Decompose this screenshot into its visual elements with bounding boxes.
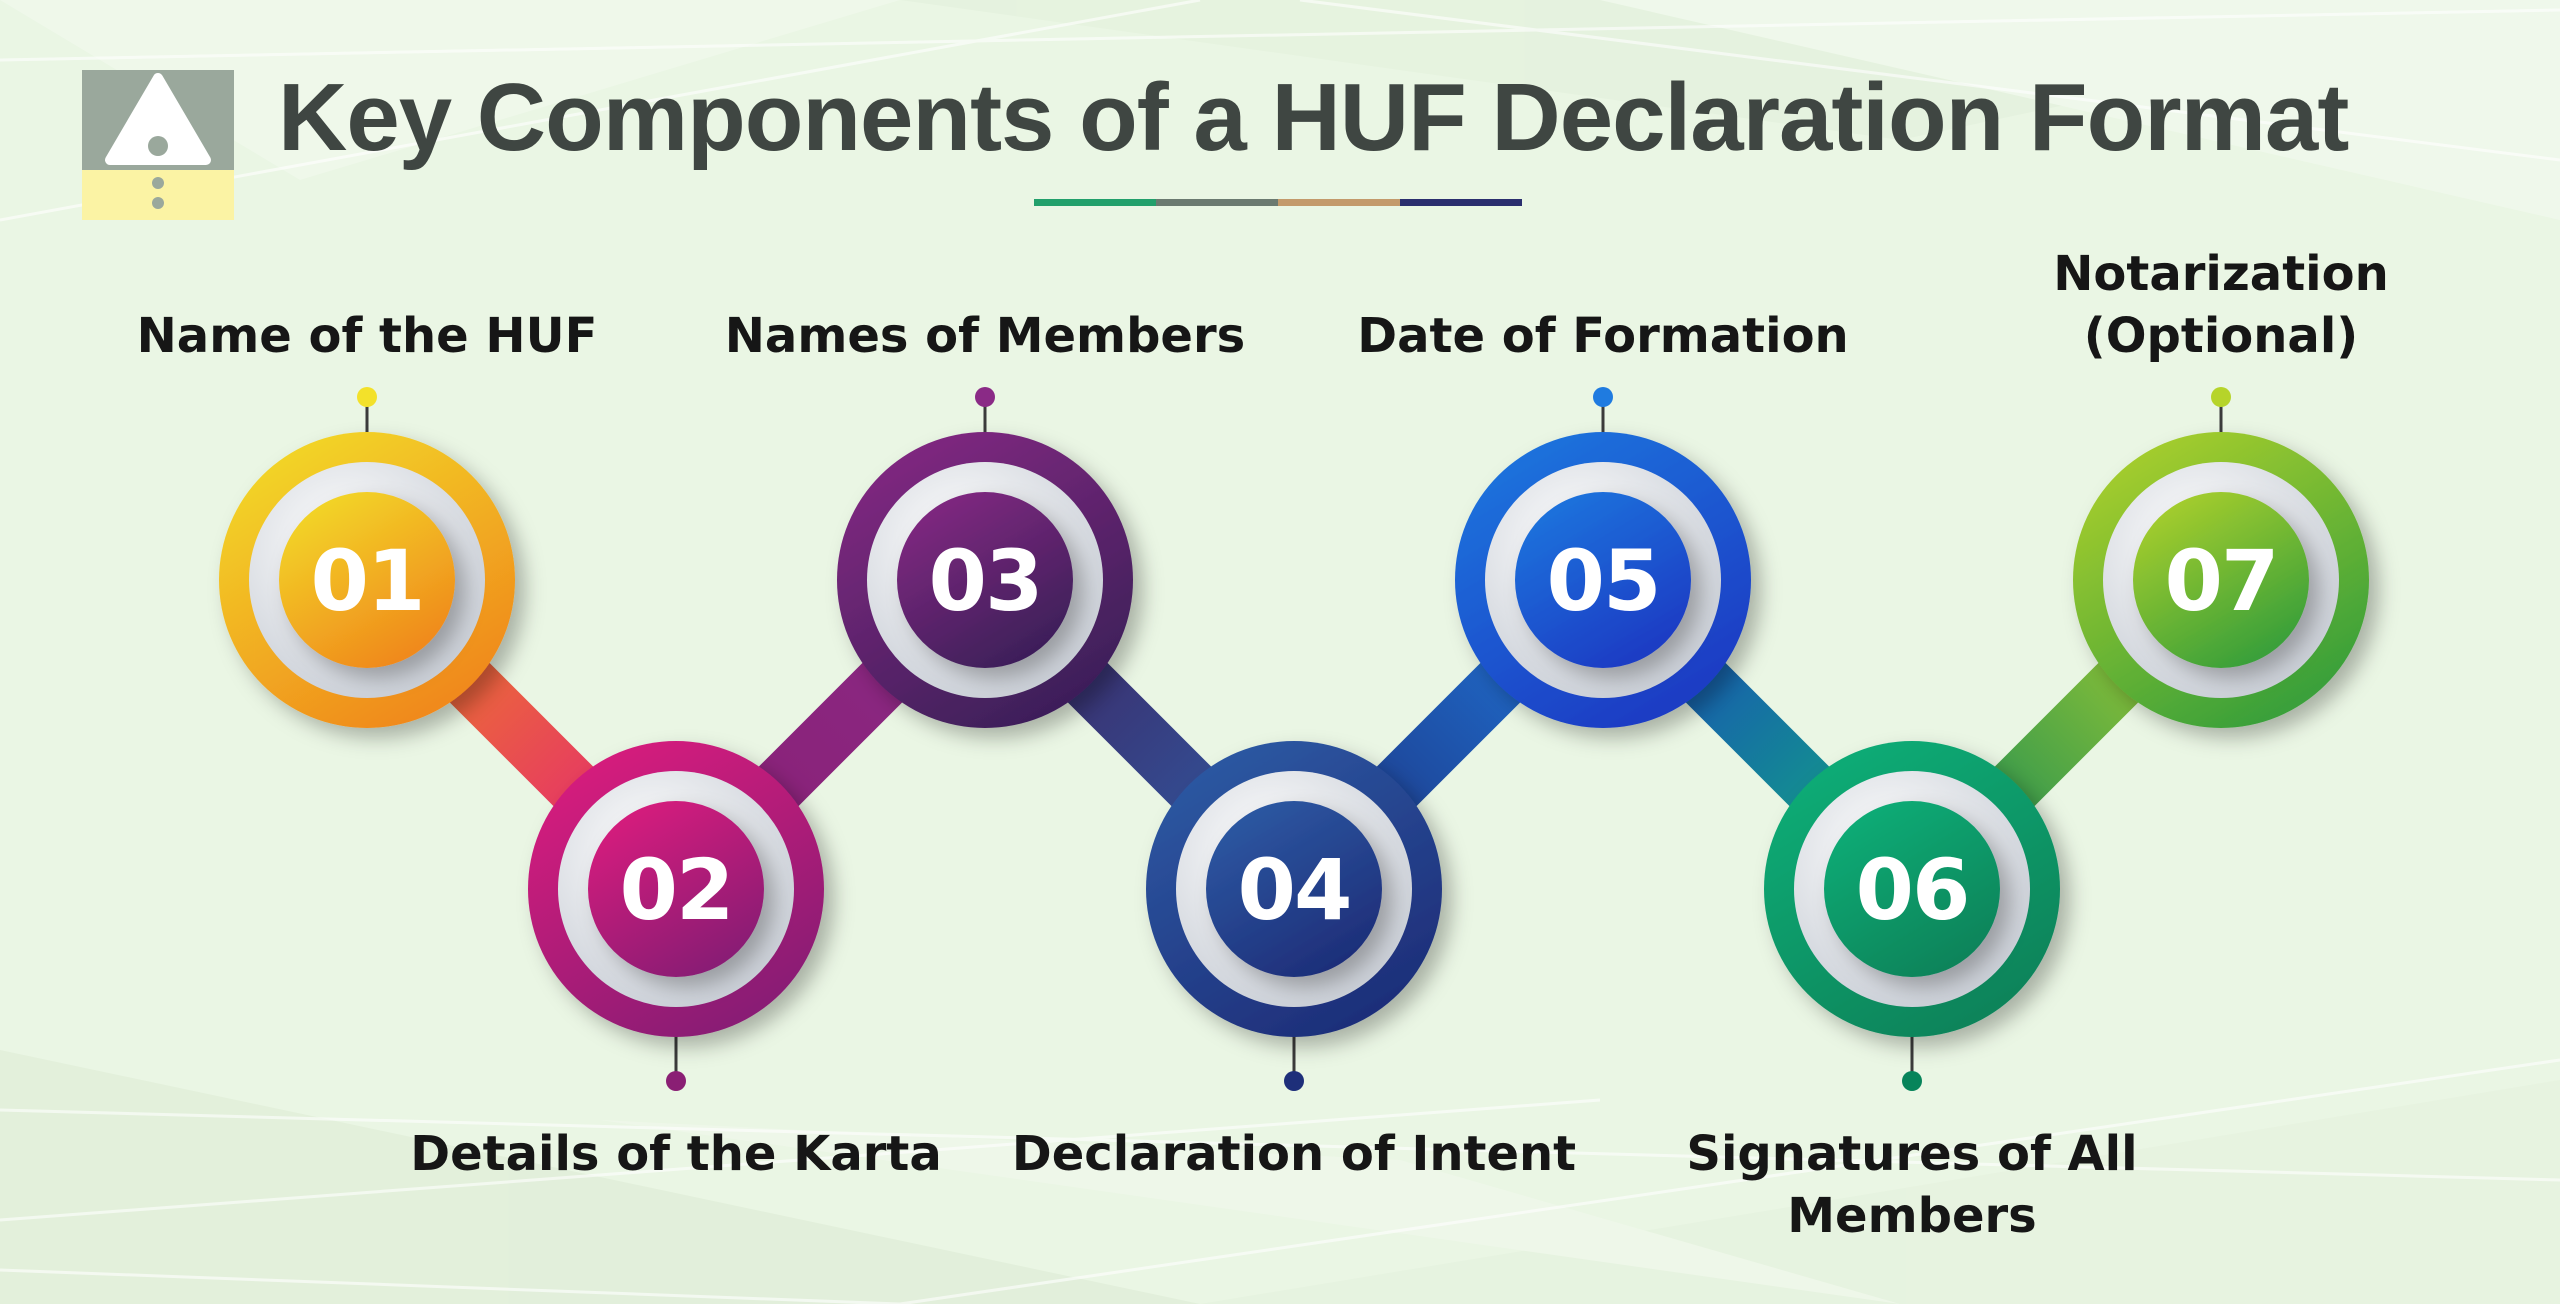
step-label-01: Name of the HUF [136,308,598,364]
pin-dot [666,1071,686,1091]
step-number: 02 [620,841,733,939]
underline-segment [1034,199,1156,206]
inner-disc [588,801,764,977]
step-number: 01 [311,532,424,630]
pin-dot [357,387,377,407]
inner-disc [1515,492,1691,668]
inner-disc [2133,492,2309,668]
inner-disc [279,492,455,668]
pin-dot [1902,1071,1922,1091]
title-underline [1034,199,1522,206]
step-label-05: Date of Formation [1357,308,1849,364]
pin-dot [1284,1071,1304,1091]
step-node-06: 06 [1764,741,2060,1037]
step-number: 07 [2165,532,2278,630]
step-label-02: Details of the Karta [410,1126,942,1182]
logo [82,70,234,220]
pin-dot [2211,387,2231,407]
inner-disc [1824,801,2000,977]
step-label-03: Names of Members [724,308,1246,364]
step-number: 05 [1547,532,1660,630]
triangle-alert-icon [105,73,211,209]
underline-segment [1156,199,1278,206]
step-node-04: 04 [1146,741,1442,1037]
inner-disc [1206,801,1382,977]
step-label-04: Declaration of Intent [1011,1126,1577,1182]
inner-disc [897,492,1073,668]
step-number: 06 [1856,841,1969,939]
underline-segment [1400,199,1522,206]
step-label-06: Signatures of All Members [1686,1126,2138,1244]
step-node-03: 03 [837,432,1133,728]
page-title: Key Components of a HUF Declaration Form… [278,64,2349,171]
step-node-07: 07 [2073,432,2369,728]
step-node-02: 02 [528,741,824,1037]
underline-segment [1278,199,1400,206]
step-node-01: 01 [219,432,515,728]
step-label-07: Notarization (Optional) [2053,246,2389,364]
step-number: 03 [929,532,1042,630]
pin-dot [975,387,995,407]
step-number: 04 [1238,841,1351,939]
step-node-05: 05 [1455,432,1751,728]
step-nodes: 01 02 03 04 05 06 07 [219,432,2369,1037]
pin-dot [1593,387,1613,407]
